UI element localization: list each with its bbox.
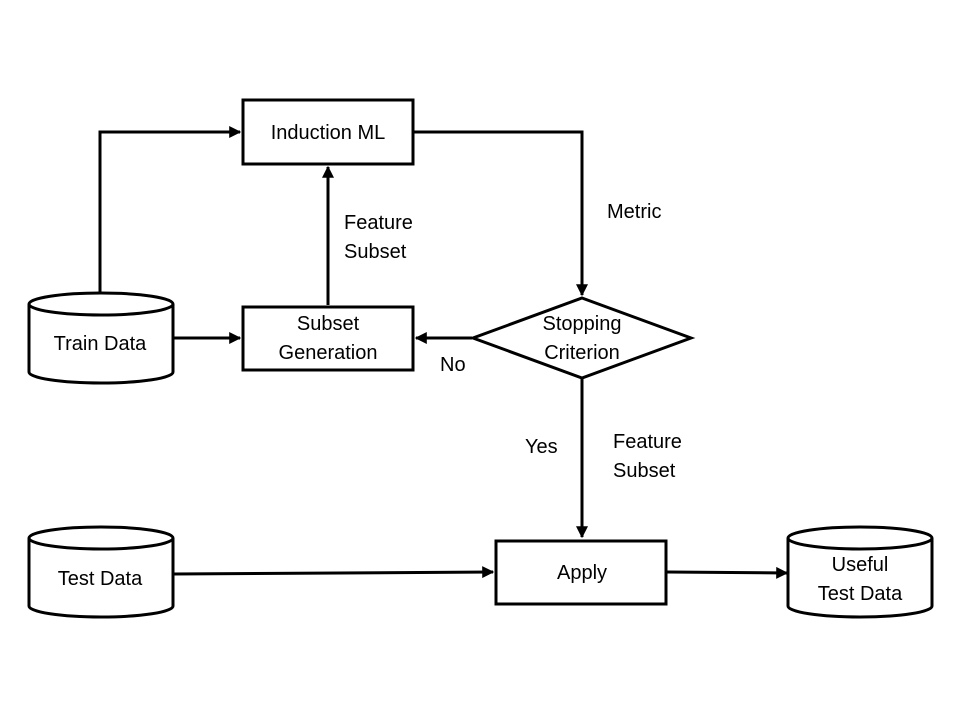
train-data-node: Train Data (27, 291, 175, 385)
subset-generation-label-line2: Generation (279, 342, 378, 364)
useful-test-data-cylinder-rim (786, 537, 934, 551)
useful-test-data-label-line2: Test Data (818, 583, 903, 605)
train-data-cylinder (27, 291, 175, 385)
stopping-criterion-label-line1: Stopping (543, 313, 622, 335)
test-to-apply-arrow (173, 566, 495, 579)
yes-label: Yes (525, 436, 558, 458)
induction-ml-label: Induction ML (271, 122, 386, 144)
induction-to-stopping-arrow (413, 130, 588, 297)
test-data-cylinder (27, 525, 175, 619)
stopping-criterion-label-line2: Criterion (544, 342, 620, 364)
no-label: No (440, 354, 466, 376)
stopping-criterion-diamond (468, 296, 696, 380)
useful-test-data-label-line1: Useful (832, 554, 889, 576)
train-data-label: Train Data (54, 333, 148, 355)
test-data-node: Test Data (27, 525, 175, 619)
subset-generation-box (241, 305, 415, 372)
induction-ml-node: Induction ML (241, 98, 415, 166)
feature-subset-upper-label-line2: Subset (344, 241, 407, 263)
induction-ml-box (241, 98, 415, 166)
subset-generation-label-line1: Subset (297, 313, 360, 335)
metric-label: Metric (607, 201, 661, 223)
test-data-label: Test Data (58, 568, 143, 590)
apply-box (494, 539, 668, 606)
edge-labels: Feature Subset Metric No Yes Feature Sub… (344, 201, 682, 482)
apply-to-useful-arrow (666, 566, 789, 579)
apply-label: Apply (557, 562, 607, 584)
useful-test-data-node: Useful Test Data (786, 525, 934, 619)
test-data-cylinder-rim (27, 537, 175, 551)
feature-subset-upper-label-line1: Feature (344, 212, 413, 234)
apply-node: Apply (494, 539, 668, 606)
connectors (98, 126, 789, 579)
stopping-criterion-node: Stopping Criterion (468, 296, 696, 380)
subset-generation-node: Subset Generation (241, 305, 415, 372)
useful-test-data-cylinder (786, 525, 934, 619)
train-to-induction-arrow (98, 126, 242, 292)
train-data-cylinder-rim (27, 303, 175, 317)
feature-subset-lower-label-line2: Subset (613, 460, 676, 482)
feature-subset-lower-label-line1: Feature (613, 431, 682, 453)
